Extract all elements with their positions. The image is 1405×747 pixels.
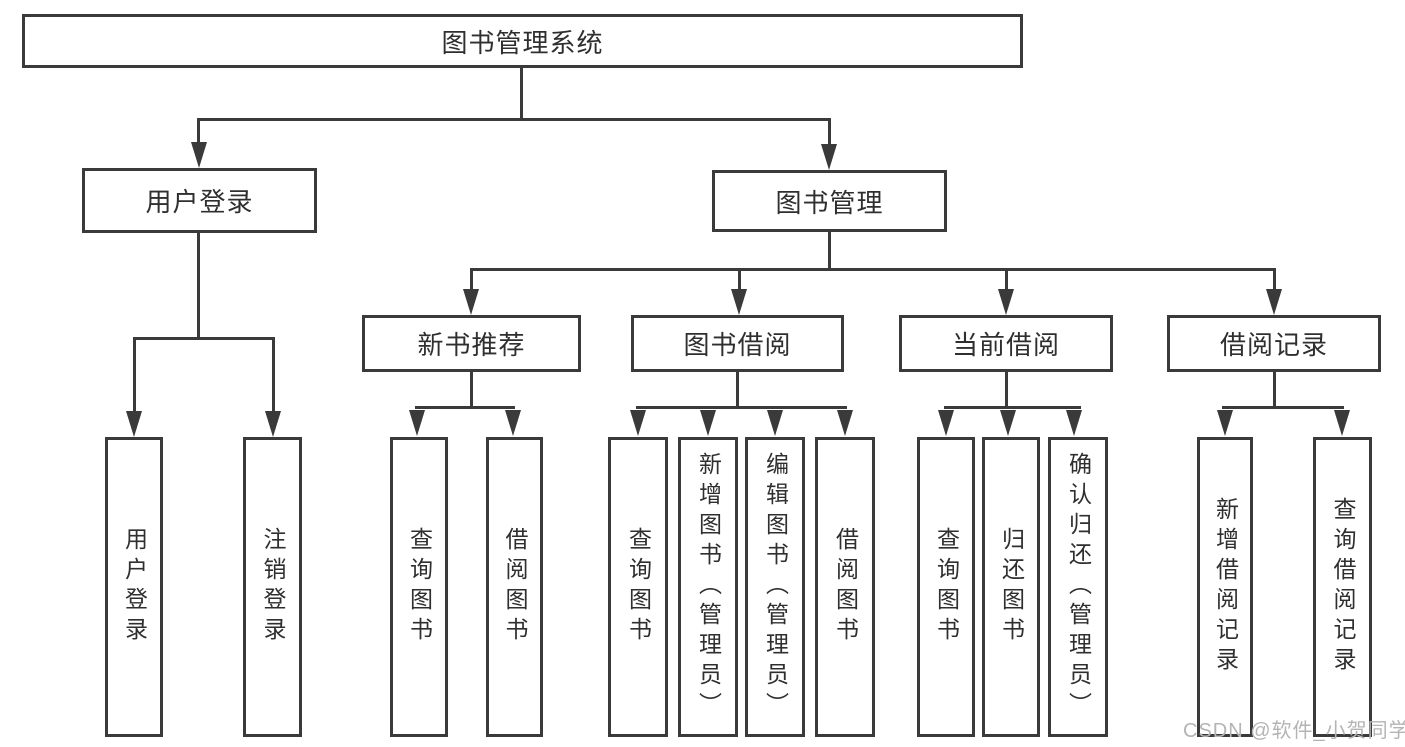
- node-borrow-records: 借阅记录: [1167, 315, 1381, 372]
- node-label: 用户登录: [145, 187, 254, 217]
- arrowhead-bb-add: [700, 410, 716, 436]
- connector-book-borrow-drop: [738, 268, 741, 291]
- connector-bb-bar: [636, 406, 847, 409]
- leaf-nbr-borrow-book: 借阅图书: [486, 437, 543, 737]
- leaf-cb-query-book: 查询图书: [917, 437, 975, 737]
- node-label: 图书管理系统: [441, 27, 604, 58]
- leaf-cb-return-book: 归还图书: [982, 437, 1040, 737]
- connector-book-management-drop: [828, 118, 831, 146]
- arrowhead-br-add: [1217, 410, 1233, 436]
- leaf-bb-borrow-book: 借阅图书: [815, 437, 875, 737]
- connector-cb-stem: [1005, 372, 1008, 408]
- node-new-book-recommend: 新书推荐: [362, 315, 581, 372]
- node-current-borrow: 当前借阅: [899, 315, 1113, 372]
- connector-new-book-drop: [470, 268, 473, 291]
- arrowhead-leaf-logout: [265, 411, 281, 437]
- leaf-logout: 注销登录: [243, 437, 302, 737]
- connector-current-borrow-drop: [1005, 268, 1008, 291]
- leaf-label: 查询图书: [933, 527, 960, 647]
- leaf-label: 查询图书: [625, 527, 652, 647]
- connector-nbr-bar: [415, 406, 515, 409]
- connector-book-management-stem: [828, 232, 831, 270]
- leaf-label: 查询借阅记录: [1330, 497, 1356, 677]
- leaf-nbr-query-book: 查询图书: [390, 437, 448, 737]
- arrowhead-bb-edit: [767, 410, 783, 436]
- leaf-label: 新增借阅记录: [1212, 497, 1239, 677]
- connector-user-login-stem: [197, 233, 200, 340]
- leaf-label: 用户登录: [121, 527, 148, 647]
- arrowhead-new-book: [463, 289, 479, 315]
- connector-cb-bar: [944, 406, 1081, 409]
- leaf-label: 借阅图书: [832, 527, 859, 647]
- node-label: 新书推荐: [417, 330, 526, 360]
- arrowhead-cb-return: [1000, 410, 1016, 436]
- arrowhead-borrow-records: [1266, 289, 1282, 315]
- leaf-label: 编辑图书（管理员）: [762, 452, 789, 722]
- node-user-login: 用户登录: [82, 168, 317, 233]
- node-label: 当前借阅: [951, 330, 1060, 360]
- arrowhead-book-borrow: [731, 289, 747, 315]
- arrowhead-current-borrow: [998, 289, 1014, 315]
- node-label: 图书借阅: [683, 330, 792, 360]
- arrowhead-bb-query: [630, 410, 646, 436]
- connector-br-bar: [1222, 406, 1344, 409]
- leaf-label: 借阅图书: [502, 527, 528, 647]
- connector-borrow-records-drop: [1273, 268, 1276, 291]
- leaf-label: 确认归还（管理员）: [1065, 452, 1092, 722]
- leaf-label: 注销登录: [260, 527, 286, 647]
- arrowhead-book-management: [821, 144, 837, 170]
- connector-nbr-stem: [470, 372, 473, 408]
- leaf-label: 查询图书: [406, 527, 433, 647]
- arrowhead-cb-query: [938, 410, 954, 436]
- csdn-watermark: CSDN @软件_小贺同学: [1183, 720, 1405, 742]
- arrowhead-br-query: [1334, 410, 1350, 436]
- leaf-user-login: 用户登录: [105, 437, 163, 737]
- node-book-management: 图书管理: [712, 170, 947, 232]
- node-label: 借阅记录: [1219, 330, 1328, 360]
- connector-user-login-bar: [133, 337, 275, 340]
- node-label: 图书管理: [775, 187, 884, 218]
- connector-br-stem: [1273, 372, 1276, 408]
- connector-root-stem: [520, 68, 523, 121]
- node-library-management-system: 图书管理系统: [22, 14, 1023, 68]
- arrowhead-user-login: [191, 142, 207, 168]
- leaf-cb-confirm-return-admin: 确认归还（管理员）: [1048, 437, 1108, 737]
- connector-level1-bar: [197, 118, 831, 121]
- arrowhead-nbr-borrow: [505, 410, 521, 436]
- leaf-bb-edit-book-admin: 编辑图书（管理员）: [745, 437, 805, 737]
- arrowhead-leaf-login: [126, 411, 142, 437]
- connector-user-login-drop: [197, 118, 200, 144]
- leaf-br-query-borrow-record: 查询借阅记录: [1313, 437, 1372, 737]
- connector-bb-stem: [736, 372, 739, 408]
- arrowhead-cb-confirm: [1066, 410, 1082, 436]
- leaf-bb-query-book: 查询图书: [608, 437, 668, 737]
- connector-leaf-login-drop: [133, 337, 136, 413]
- connector-level3-bar: [470, 268, 1275, 271]
- node-book-borrow: 图书借阅: [631, 315, 844, 372]
- leaf-label: 归还图书: [998, 527, 1025, 647]
- connector-leaf-logout-drop: [272, 337, 275, 413]
- leaf-bb-add-book-admin: 新增图书（管理员）: [678, 437, 738, 737]
- arrowhead-nbr-query: [409, 410, 425, 436]
- arrowhead-bb-borrow: [837, 410, 853, 436]
- leaf-br-add-borrow-record: 新增借阅记录: [1197, 437, 1253, 737]
- leaf-label: 新增图书（管理员）: [695, 452, 722, 722]
